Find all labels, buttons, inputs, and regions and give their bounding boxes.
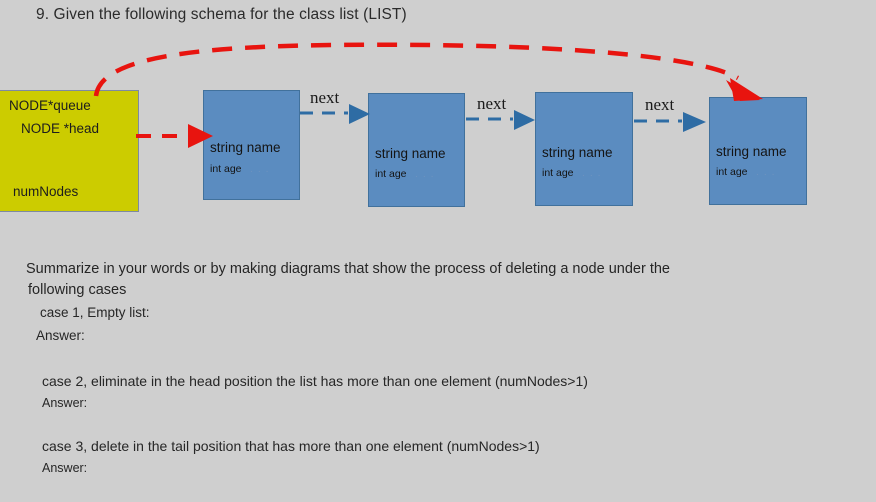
node-box-1[interactable]: string name int age . . .	[203, 90, 300, 200]
instruction-line-2: following cases	[28, 282, 127, 298]
list-schema-box[interactable]: NODE*queue NODE *head numNodes	[0, 90, 139, 212]
node-1-smudge: . . .	[250, 163, 270, 175]
case-3-answer-label[interactable]: Answer:	[42, 461, 88, 475]
case-2-answer-label[interactable]: Answer:	[42, 396, 88, 410]
schema-field-numnodes: numNodes	[13, 184, 79, 199]
schema-field-head: NODE *head	[21, 121, 100, 136]
node-box-2[interactable]: string name int age . . .	[368, 93, 465, 207]
node-4-smudge: . . .	[756, 166, 776, 178]
case-1-prompt: case 1, Empty list:	[40, 305, 150, 320]
page-title: 9. Given the following schema for the cl…	[36, 6, 407, 23]
next-arrow-3	[634, 112, 706, 132]
case-1-answer-label[interactable]: Answer:	[36, 328, 85, 343]
node-3-age-field: int age	[542, 167, 574, 179]
next-label-2: next	[477, 94, 507, 113]
node-4-name-field: string name	[716, 144, 787, 159]
instruction-line-1: Summarize in your words or by making dia…	[26, 261, 670, 277]
node-1-age-field: int age	[210, 163, 242, 175]
head-pointer-arrow	[136, 124, 213, 148]
next-label-3: next	[645, 95, 675, 114]
node-2-smudge: . . .	[415, 168, 435, 180]
case-2-prompt: case 2, eliminate in the head position t…	[42, 373, 588, 389]
case-3-prompt: case 3, delete in the tail position that…	[42, 438, 540, 454]
node-3-smudge: . . .	[582, 167, 602, 179]
node-2-name-field: string name	[375, 146, 446, 161]
node-4-age-field: int age	[716, 166, 748, 178]
node-1-name-field: string name	[210, 140, 281, 155]
node-3-name-field: string name	[542, 145, 613, 160]
next-label-1: next	[310, 88, 340, 107]
node-2-age-field: int age	[375, 168, 407, 180]
schema-field-queue: NODE*queue	[9, 98, 91, 113]
node-box-4[interactable]: string name int age . . .	[709, 97, 807, 205]
node-box-3[interactable]: string name int age . . .	[535, 92, 633, 206]
